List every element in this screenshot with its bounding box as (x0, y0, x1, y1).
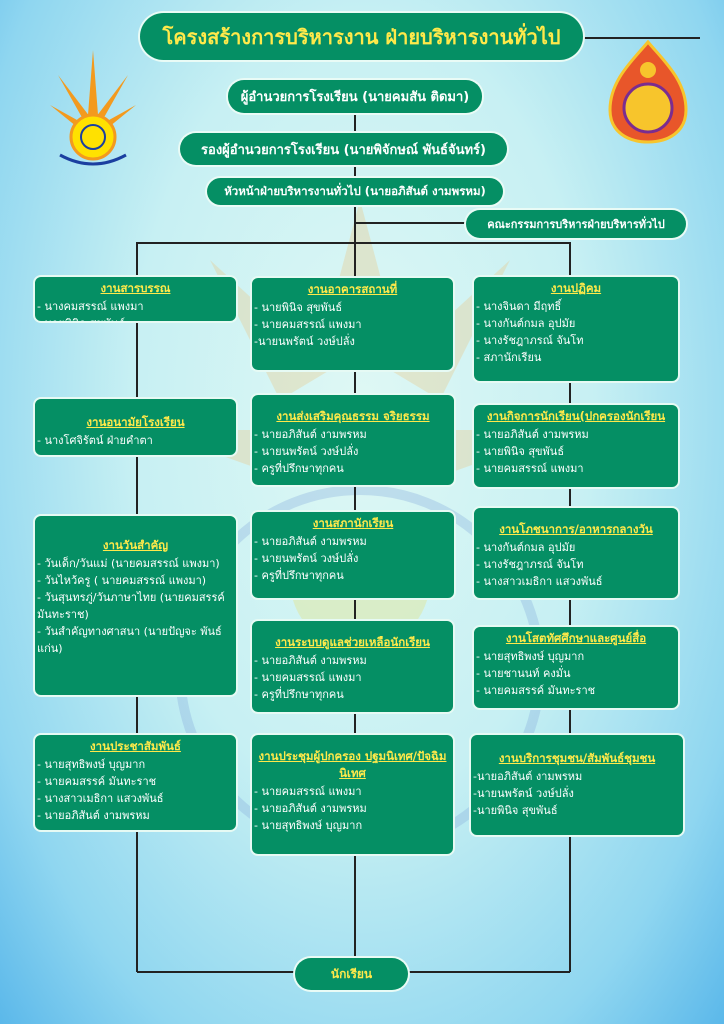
section-member: - วันสุนทรภู่/วันภาษาไทย (นายคมสรรค์ มัน… (37, 591, 225, 621)
section-member: - วันสำคัญทางศาสนา (นายปัญจะ พันธ์แก่น) (37, 625, 222, 655)
section-member: - นางกันต์กมล อุปมัย (476, 541, 576, 554)
section-member: - นายพินิจ สุขพันธ์ (37, 315, 234, 321)
section-title: งานอนามัยโรงเรียน (86, 415, 185, 429)
connector (137, 242, 571, 244)
section-member: - นายสุทธิพงษ์ บุญมาก (254, 819, 363, 832)
section-title: งานวันสำคัญ (102, 538, 169, 552)
section-member: - นายสุทธิพงษ์ บุญมาก (37, 758, 146, 771)
section-box: งานระบบดูแลช่วยเหลือนักเรียน - นายอภิสันต… (250, 619, 455, 714)
section-member: -นายพินิจ สุขพันธ์ (473, 804, 558, 817)
section-box: งานวันสำคัญ - วันเด็ก/วันแม่ (นายคมสรรณ์ … (33, 514, 238, 697)
connector (137, 971, 297, 973)
section-member: - นายคมสรรณ์ แพงมา (254, 671, 362, 684)
section-member: - นางรัชฎาภรณ์ จันโท (476, 558, 584, 571)
section-box: งานประชุมผู้ปกครอง ปฐมนิเทศ/ปัจฉิมนิเทศ -… (250, 733, 455, 856)
page-title: โครงสร้างการบริหารงาน ฝ่ายบริหารงานทั่วไ… (140, 13, 583, 60)
section-box: งานโสตทัศศึกษาและศูนย์สื่อ - นายสุทธิพงษ์… (472, 625, 680, 710)
director-box: ผู้อำนวยการโรงเรียน (นายคมสัน ติดมา) (228, 80, 482, 113)
section-box: งานปฏิคม - นางจินดา มีฤทธิ์ - นางกันต์กมล … (472, 275, 680, 383)
section-member: - นายพินิจ สุขพันธ์ (476, 445, 565, 458)
section-member: - วันเด็ก/วันแม่ (นายคมสรรณ์ แพงมา) (37, 557, 220, 570)
section-box: งานสภานักเรียน - นายอภิสันต์ งามพรหม - นาย… (250, 510, 456, 600)
section-title: งานอาคารสถานที่ (307, 282, 398, 296)
school-logo-icon (50, 50, 136, 166)
deputy-director-box: รองผู้อำนวยการโรงเรียน (นายพิจักษณ์ พันธ… (180, 133, 507, 165)
section-title: งานระบบดูแลช่วยเหลือนักเรียน (275, 635, 430, 649)
section-box: งานส่งเสริมคุณธรรม จริยธรรม - นายอภิสันต์… (250, 393, 456, 487)
section-title: งานประชาสัมพันธ์ (90, 739, 181, 753)
section-member: - นายอภิสันต์ งามพรหม (254, 535, 367, 548)
section-member: - นายนพรัตน์ วงษ์ปลั่ง (254, 445, 359, 458)
connector (354, 165, 356, 178)
section-title: งานประชุมผู้ปกครอง ปฐมนิเทศ/ปัจฉิมนิเทศ (258, 749, 447, 780)
section-member: -นายอภิสันต์ งามพรหม (473, 770, 583, 783)
section-member: - นายสุทธิพงษ์ บุญมาก (476, 650, 585, 663)
section-member: - นางสาวเมธิกา แสวงพันธ์ (476, 575, 603, 588)
committee-box: คณะกรรมการบริหารฝ่ายบริหารทั่วไป (466, 210, 686, 238)
connector (354, 113, 356, 133)
section-member: - ครูที่ปรึกษาทุกคน (254, 688, 344, 701)
connector (406, 971, 570, 973)
section-title: งานสารบรรณ (100, 281, 171, 295)
obec-emblem-icon (608, 40, 688, 144)
section-title: งานโภชนาการ/อาหารกลางวัน (499, 522, 653, 536)
section-member: - นางโศจิรัตน์ ฝ่ายคำตา (37, 434, 153, 447)
section-member: - นางกันต์กมล อุปมัย (476, 317, 576, 330)
section-title: งานปฏิคม (550, 281, 602, 295)
section-member: - ครูที่ปรึกษาทุกคน (254, 462, 344, 475)
section-member: - นายคมสรรค์ มันทะราช (476, 684, 596, 697)
section-box: งานกิจการนักเรียน(ปกครองนักเรียน - นายอภิ… (472, 403, 680, 489)
section-member: - สภานักเรียน (476, 351, 542, 364)
section-title: งานบริการชุมชน/สัมพันธ์ชุมชน (498, 751, 656, 765)
students-box: นักเรียน (295, 958, 408, 990)
section-member: - นายคมสรรณ์ แพงมา (254, 318, 362, 331)
section-box: งานอนามัยโรงเรียน - นางโศจิรัตน์ ฝ่ายคำตา (33, 397, 238, 457)
section-box: งานอาคารสถานที่ - นายพินิจ สุขพันธ์ - นายค… (250, 276, 455, 372)
section-title: งานสภานักเรียน (312, 516, 394, 530)
connector (569, 242, 571, 972)
section-member: - นายชานนท์ คงมั่น (476, 667, 571, 680)
section-title: งานส่งเสริมคุณธรรม จริยธรรม (276, 409, 430, 423)
section-box: งานสารบรรณ - นางคมสรรณ์ แพงมา - นายพินิจ ส… (33, 275, 238, 323)
section-member: - นางรัชฎาภรณ์ จันโท (476, 334, 584, 347)
section-member: - วันไหว้ครู ( นายคมสรรณ์ แพงมา) (37, 574, 207, 587)
section-member: - นายอภิสันต์ งามพรหม (254, 654, 367, 667)
section-member: - นายคมสรรค์ มันทะราช (37, 775, 157, 788)
section-box: งานโภชนาการ/อาหารกลางวัน - นางกันต์กมล อุ… (472, 506, 680, 600)
section-member: - นางจินดา มีฤทธิ์ (476, 300, 562, 313)
section-member: -นายนพรัตน์ วงษ์ปลั่ง (473, 787, 574, 800)
section-member: - นายนพรัตน์ วงษ์ปลั่ง (254, 552, 359, 565)
section-member: - นายอภิสันต์ งามพรหม (254, 802, 367, 815)
section-member: - นายคมสรรณ์ แพงมา (254, 785, 362, 798)
section-member: - นางสาวเมธิกา แสวงพันธ์ (37, 792, 164, 805)
section-member: -นายนพรัตน์ วงษ์ปลั่ง (254, 335, 355, 348)
section-title: งานกิจการนักเรียน(ปกครองนักเรียน (486, 409, 666, 423)
section-member: - นายอภิสันต์ งามพรหม (476, 428, 589, 441)
connector (354, 222, 466, 224)
section-member: - นายอภิสันต์ งามพรหม (37, 809, 150, 822)
section-box: งานบริการชุมชน/สัมพันธ์ชุมชน -นายอภิสันต์… (469, 733, 685, 837)
section-title: งานโสตทัศศึกษาและศูนย์สื่อ (505, 631, 647, 645)
title-rule (583, 37, 700, 39)
section-member: - นายพินิจ สุขพันธ์ (254, 301, 343, 314)
section-member: - นายอภิสันต์ งามพรหม (254, 428, 367, 441)
section-member: - นางคมสรรณ์ แพงมา (37, 300, 144, 313)
section-box: งานประชาสัมพันธ์ - นายสุทธิพงษ์ บุญมาก - น… (33, 733, 238, 832)
section-member: - นายคมสรรณ์ แพงมา (476, 462, 584, 475)
section-member: - ครูที่ปรึกษาทุกคน (254, 569, 344, 582)
department-head-box: หัวหน้าฝ่ายบริหารงานทั่วไป (นายอภิสันต์ … (207, 178, 503, 205)
